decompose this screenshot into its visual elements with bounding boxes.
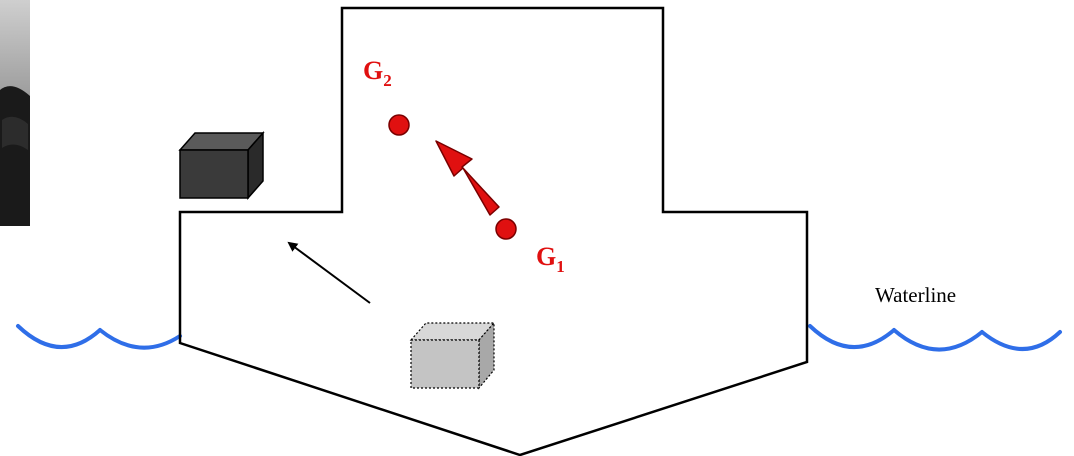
weight-shift-arrow xyxy=(287,241,371,304)
g2-point xyxy=(388,114,410,136)
g2-label: G2 xyxy=(363,56,392,90)
water-waves-right xyxy=(808,324,1062,352)
cg-shift-arrow xyxy=(435,140,500,216)
g1-label: G1 xyxy=(536,242,565,276)
g1-point xyxy=(495,218,517,240)
photo-fragment xyxy=(0,0,30,226)
water-waves-left xyxy=(16,324,182,350)
moved-weight-cube-icon xyxy=(178,131,265,200)
waterline-label: Waterline xyxy=(875,283,956,307)
hull-outline xyxy=(178,6,809,456)
original-weight-cube-icon xyxy=(409,321,496,390)
